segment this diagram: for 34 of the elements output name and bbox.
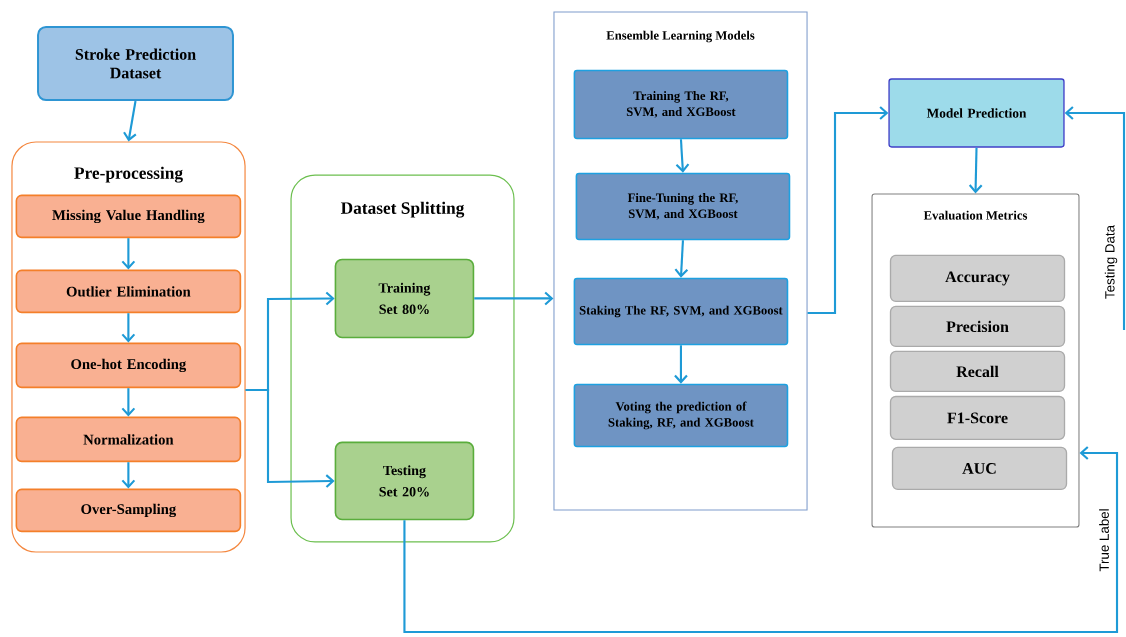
process-box: Missing Value Handling [15,194,242,239]
arrow [121,313,136,343]
arrow [674,345,688,384]
metric-box: Recall [889,350,1066,393]
model-box: Staking The RF, SVM, and XGBoost [573,277,789,346]
arrow [403,446,1119,634]
process-box: One-hot Encoding [15,342,242,389]
split-box: Testing Set 20% [334,441,475,521]
metric-box: Precision [889,305,1066,348]
arrow [121,462,136,489]
split-box: Training Set 80% [334,258,475,339]
arrow [674,240,689,278]
model-box: Training The RF, SVM, and XGBoost [573,69,789,140]
arrow [675,139,690,173]
arrow [474,291,554,306]
process-box: Normalization [15,416,242,463]
model-box: Fine-Tuning the RF, SVM, and XGBoost [575,172,791,241]
arrow [123,100,137,142]
arrow [245,388,335,488]
dataset-box: Stroke Prediction Dataset [37,26,234,102]
metric-box: Accuracy [889,254,1066,303]
arrow [807,106,889,315]
arrow [121,388,136,417]
prediction-box: Model Prediction [888,78,1065,148]
arrow [121,238,136,270]
edge-label: Testing Data [1103,223,1119,301]
metric-box: AUC [891,446,1068,491]
process-box: Outlier Elimination [15,269,242,314]
arrow [1064,106,1126,330]
edge-label: True Label [1097,507,1111,573]
process-box: Over-Sampling [15,488,242,533]
arrow [968,147,983,194]
model-box: Voting the prediction of Staking, RF, and XGBoost [573,383,789,448]
metric-box: F1-Score [889,395,1066,441]
